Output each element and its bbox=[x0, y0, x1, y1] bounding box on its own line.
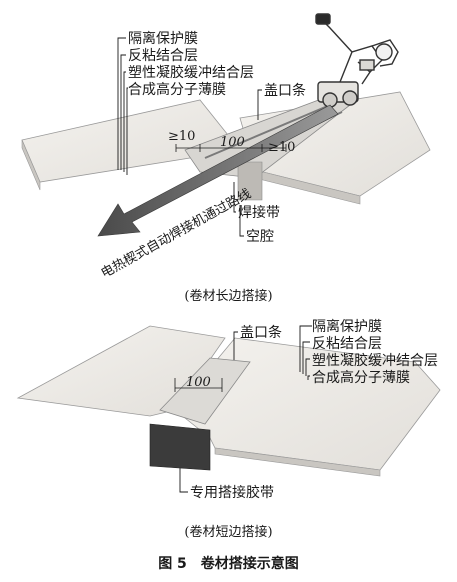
top-layer-label-3: 塑性凝胶缓冲结合层 bbox=[128, 64, 254, 81]
leader-layer-4 bbox=[126, 87, 128, 175]
welding-strip-label: 焊接带 bbox=[238, 204, 280, 221]
top-weld-line-1 bbox=[204, 104, 331, 159]
bottom-leader-tape bbox=[179, 468, 188, 493]
bottom-dim-label: 100 bbox=[186, 375, 211, 390]
top-sheet-left-edge bbox=[21, 139, 41, 191]
top-cover-strip-label: 盖口条 bbox=[264, 82, 306, 99]
bottom-tape bbox=[149, 423, 211, 471]
top-layer-label-2: 反粘结合层 bbox=[128, 48, 198, 64]
bottom-leader-layer-4 bbox=[307, 375, 310, 380]
top-diagram: 隔离保护膜 反粘结合层 塑性凝胶缓冲结合层 合成高分子薄膜 盖口条 ≥10 10… bbox=[21, 13, 431, 281]
dim-right-label: ≥10 bbox=[268, 140, 295, 155]
bottom-layer-label-3: 塑性凝胶缓冲结合层 bbox=[312, 352, 438, 369]
bottom-sheet-edge bbox=[214, 447, 381, 477]
bottom-cover-strip bbox=[159, 357, 251, 425]
dim-mid-label: 100 bbox=[220, 135, 245, 150]
welding-machine-icon bbox=[315, 13, 399, 108]
figure-title: 图 5 卷材搭接示意图 bbox=[158, 556, 299, 572]
leader-layer-3 bbox=[123, 71, 126, 172]
bottom-leader-layer-1 bbox=[299, 325, 312, 372]
bottom-leader-layer-3 bbox=[305, 358, 310, 376]
leader-cavity bbox=[239, 205, 244, 237]
bottom-layer-label-4: 合成高分子薄膜 bbox=[312, 369, 410, 386]
leader-layer-2 bbox=[120, 54, 126, 170]
top-layer-label-1: 隔离保护膜 bbox=[128, 30, 198, 47]
cavity-label: 空腔 bbox=[246, 229, 274, 245]
bottom-caption: (卷材短边搭接) bbox=[184, 525, 273, 540]
top-caption: (卷材长边搭接) bbox=[184, 289, 273, 304]
top-layer-label-4: 合成高分子薄膜 bbox=[128, 81, 226, 98]
bottom-leader-layer-2 bbox=[302, 341, 310, 374]
bottom-diagram: 盖口条 隔离保护膜 反粘结合层 塑性凝胶缓冲结合层 合成高分子薄膜 100 专用… bbox=[16, 318, 441, 501]
weld-route-arrow bbox=[97, 104, 339, 237]
bottom-layer-label-1: 隔离保护膜 bbox=[312, 318, 382, 335]
bottom-cover-strip-label: 盖口条 bbox=[240, 324, 282, 341]
dim-left-label: ≥10 bbox=[168, 129, 195, 144]
bottom-layer-label-2: 反粘结合层 bbox=[312, 336, 382, 352]
leader-weld bbox=[233, 182, 236, 213]
bottom-leader-cover bbox=[233, 331, 238, 360]
leader-layer-1 bbox=[117, 37, 126, 170]
leader-cover-top bbox=[257, 89, 262, 120]
tape-label: 专用搭接胶带 bbox=[190, 484, 274, 501]
top-cavity-block bbox=[237, 161, 263, 201]
